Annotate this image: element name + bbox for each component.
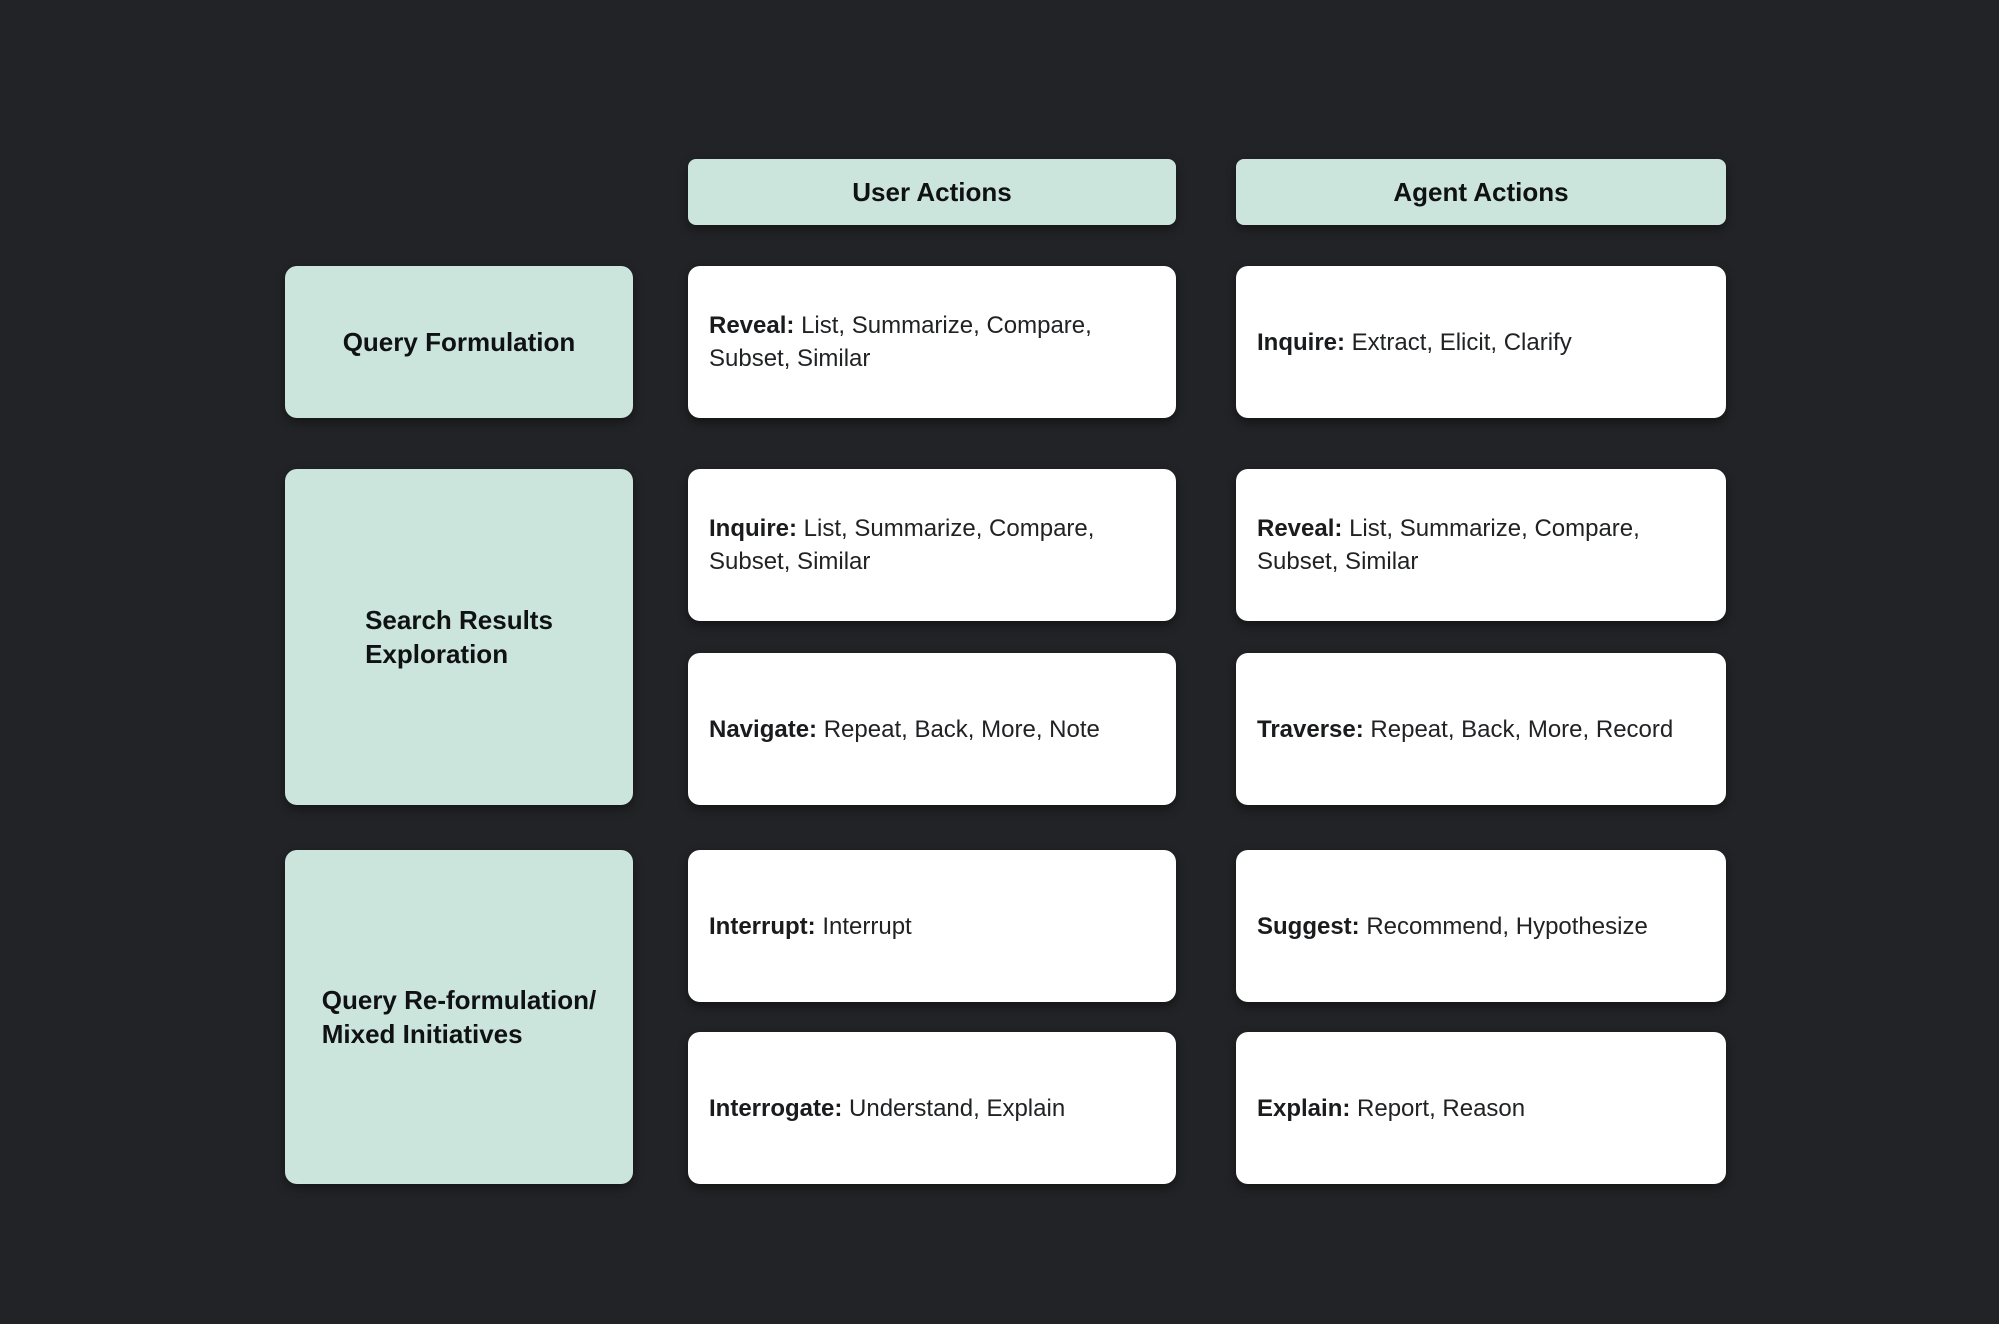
header-user-actions-label: User Actions (852, 176, 1012, 207)
user-action-card-reveal: Reveal: List, Summarize, Compare, Subset… (688, 266, 1176, 418)
card-text: Interrogate: Understand, Explain (709, 1092, 1065, 1125)
card-text: Inquire: Extract, Elicit, Clarify (1257, 326, 1572, 359)
action-verb: Interrupt: (709, 912, 816, 940)
user-action-card-navigate: Navigate: Repeat, Back, More, Note (688, 653, 1176, 805)
card-text: Reveal: List, Summarize, Compare, Subset… (709, 309, 1152, 375)
card-text: Navigate: Repeat, Back, More, Note (709, 713, 1100, 746)
card-text: Traverse: Repeat, Back, More, Record (1257, 713, 1673, 746)
agent-action-card-inquire: Inquire: Extract, Elicit, Clarify (1236, 266, 1726, 418)
row-label-query-formulation: Query Formulation (285, 266, 633, 418)
action-verb: Suggest: (1257, 912, 1360, 940)
card-text: Suggest: Recommend, Hypothesize (1257, 910, 1648, 943)
header-agent-actions: Agent Actions (1236, 159, 1726, 225)
action-verb: Traverse: (1257, 715, 1364, 743)
user-action-card-interrupt: Interrupt: Interrupt (688, 850, 1176, 1002)
card-text: Reveal: List, Summarize, Compare, Subset… (1257, 512, 1702, 578)
agent-action-card-explain: Explain: Report, Reason (1236, 1032, 1726, 1184)
card-text: Explain: Report, Reason (1257, 1092, 1525, 1125)
card-text: Interrupt: Interrupt (709, 910, 912, 943)
agent-action-card-traverse: Traverse: Repeat, Back, More, Record (1236, 653, 1726, 805)
header-agent-actions-label: Agent Actions (1393, 176, 1569, 207)
header-user-actions: User Actions (688, 159, 1176, 225)
row-label-search-results-exploration: Search Results Exploration (285, 469, 633, 805)
action-list: List, Summarize, Compare, Subset, Simila… (1257, 515, 1640, 575)
action-list: Understand, Explain (849, 1094, 1066, 1122)
action-list: Recommend, Hypothesize (1366, 912, 1648, 940)
action-list: Report, Reason (1357, 1094, 1526, 1122)
row-label-text: Query Formulation (342, 327, 576, 357)
card-text: Inquire: List, Summarize, Compare, Subse… (709, 512, 1152, 578)
row-label-text: Search Results Exploration (365, 605, 553, 669)
row-label-query-reformulation-mixed-initiatives: Query Re-formulation/ Mixed Initiatives (285, 850, 633, 1184)
user-action-card-interrogate: Interrogate: Understand, Explain (688, 1032, 1176, 1184)
action-verb: Inquire: (1257, 328, 1345, 356)
action-list: List, Summarize, Compare, Subset, Simila… (709, 515, 1095, 575)
action-list: Repeat, Back, More, Note (823, 715, 1100, 743)
user-action-card-inquire: Inquire: List, Summarize, Compare, Subse… (688, 469, 1176, 621)
action-list: List, Summarize, Compare, Subset, Simila… (709, 312, 1092, 372)
action-list: Interrupt (822, 912, 912, 940)
action-verb: Reveal: (1257, 515, 1343, 542)
agent-action-card-suggest: Suggest: Recommend, Hypothesize (1236, 850, 1726, 1002)
action-list: Extract, Elicit, Clarify (1351, 328, 1572, 356)
agent-action-card-reveal: Reveal: List, Summarize, Compare, Subset… (1236, 469, 1726, 621)
row-label-text: Query Re-formulation/ Mixed Initiatives (321, 985, 597, 1049)
action-verb: Inquire: (709, 515, 797, 542)
action-verb: Reveal: (709, 312, 795, 339)
action-verb: Explain: (1257, 1094, 1351, 1122)
action-list: Repeat, Back, More, Record (1370, 715, 1674, 743)
action-verb: Navigate: (709, 715, 818, 743)
action-verb: Interrogate: (709, 1094, 843, 1122)
